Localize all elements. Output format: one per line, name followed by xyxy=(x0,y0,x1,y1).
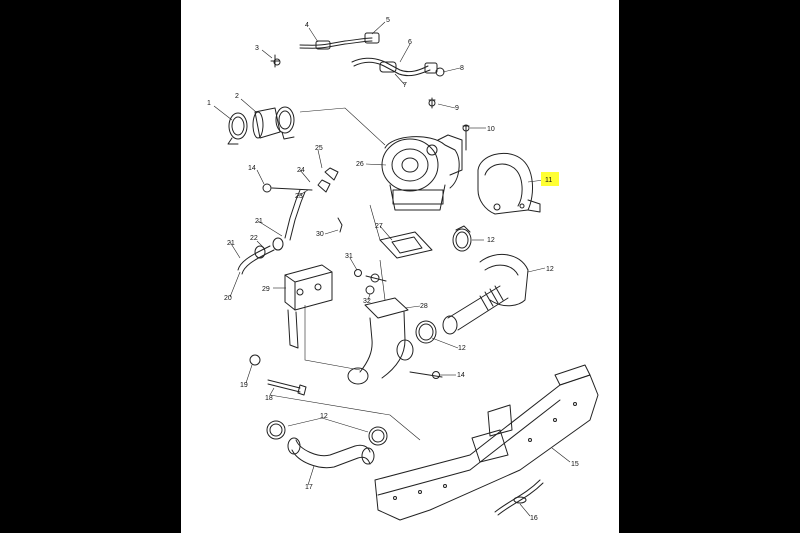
callouts: 1 2 3 4 5 6 7 8 9 10 11 12 12 12 12 14 1… xyxy=(207,17,579,522)
callout-31: 31 xyxy=(345,253,353,260)
callout-10: 10 xyxy=(487,126,495,133)
flexible-exhaust-pipe xyxy=(442,254,529,335)
washer-32 xyxy=(365,285,375,295)
sleeve-2 xyxy=(252,107,281,139)
callout-12-upper: 12 xyxy=(487,237,495,244)
callout-3: 3 xyxy=(255,45,259,52)
callout-4: 4 xyxy=(305,22,309,29)
callout-29: 29 xyxy=(262,286,270,293)
clamp-12-mid xyxy=(415,320,437,344)
callout-8: 8 xyxy=(460,65,464,72)
lower-hose-17 xyxy=(287,437,375,469)
callout-12-lower: 12 xyxy=(320,413,328,420)
callout-6: 6 xyxy=(408,39,412,46)
gasket-27 xyxy=(379,231,433,259)
callout-2: 2 xyxy=(235,93,239,100)
callout-14-lower: 14 xyxy=(457,372,465,379)
exhaust-elbow xyxy=(347,297,443,385)
hose-clamp-1 xyxy=(227,112,248,145)
muffler xyxy=(374,364,599,521)
heat-shield xyxy=(477,152,541,215)
callout-20: 20 xyxy=(224,295,232,302)
callout-19: 19 xyxy=(240,382,248,389)
callout-16: 16 xyxy=(530,515,538,522)
nut-31 xyxy=(354,269,387,283)
callout-15: 15 xyxy=(571,461,579,468)
clamp-12-lower-left xyxy=(266,420,286,440)
hose-clamp-1b xyxy=(275,106,295,140)
callout-23: 23 xyxy=(295,193,303,200)
callout-12-pipe: 12 xyxy=(546,266,554,273)
diagram-sheet xyxy=(181,0,619,533)
callout-27: 27 xyxy=(375,223,383,230)
clamp-12-upper xyxy=(452,225,472,252)
callout-highlight xyxy=(541,172,559,186)
callout-24: 24 xyxy=(297,167,305,174)
spring-clip-16 xyxy=(494,479,544,516)
callout-21-upper: 21 xyxy=(255,218,263,225)
callout-1: 1 xyxy=(207,100,211,107)
oil-line-hose xyxy=(351,57,445,109)
clamp-12-lower-right xyxy=(368,426,388,446)
bracket-29 xyxy=(284,264,333,349)
callout-11: 11 xyxy=(545,177,552,184)
callout-21-lower: 21 xyxy=(227,240,235,247)
drain-tube-assembly xyxy=(237,167,343,275)
callout-17: 17 xyxy=(305,484,313,491)
callout-7: 7 xyxy=(403,82,407,89)
washer-19 xyxy=(249,354,261,366)
bolt-18 xyxy=(267,379,307,396)
callout-18: 18 xyxy=(265,395,273,402)
callout-32: 32 xyxy=(363,298,371,305)
oil-supply-line xyxy=(270,32,380,68)
callout-28: 28 xyxy=(420,303,428,310)
callout-26: 26 xyxy=(356,161,364,168)
callout-22: 22 xyxy=(250,235,258,242)
turbocharger xyxy=(381,134,463,211)
callout-30: 30 xyxy=(316,231,324,238)
bolt-10 xyxy=(462,124,470,151)
callout-14-upper: 14 xyxy=(248,165,256,172)
callout-12-mid: 12 xyxy=(458,345,466,352)
callout-25: 25 xyxy=(315,145,323,152)
leader-lines xyxy=(213,21,571,517)
callout-9: 9 xyxy=(455,105,459,112)
assembly-lines xyxy=(269,107,421,441)
callout-5: 5 xyxy=(386,17,390,24)
